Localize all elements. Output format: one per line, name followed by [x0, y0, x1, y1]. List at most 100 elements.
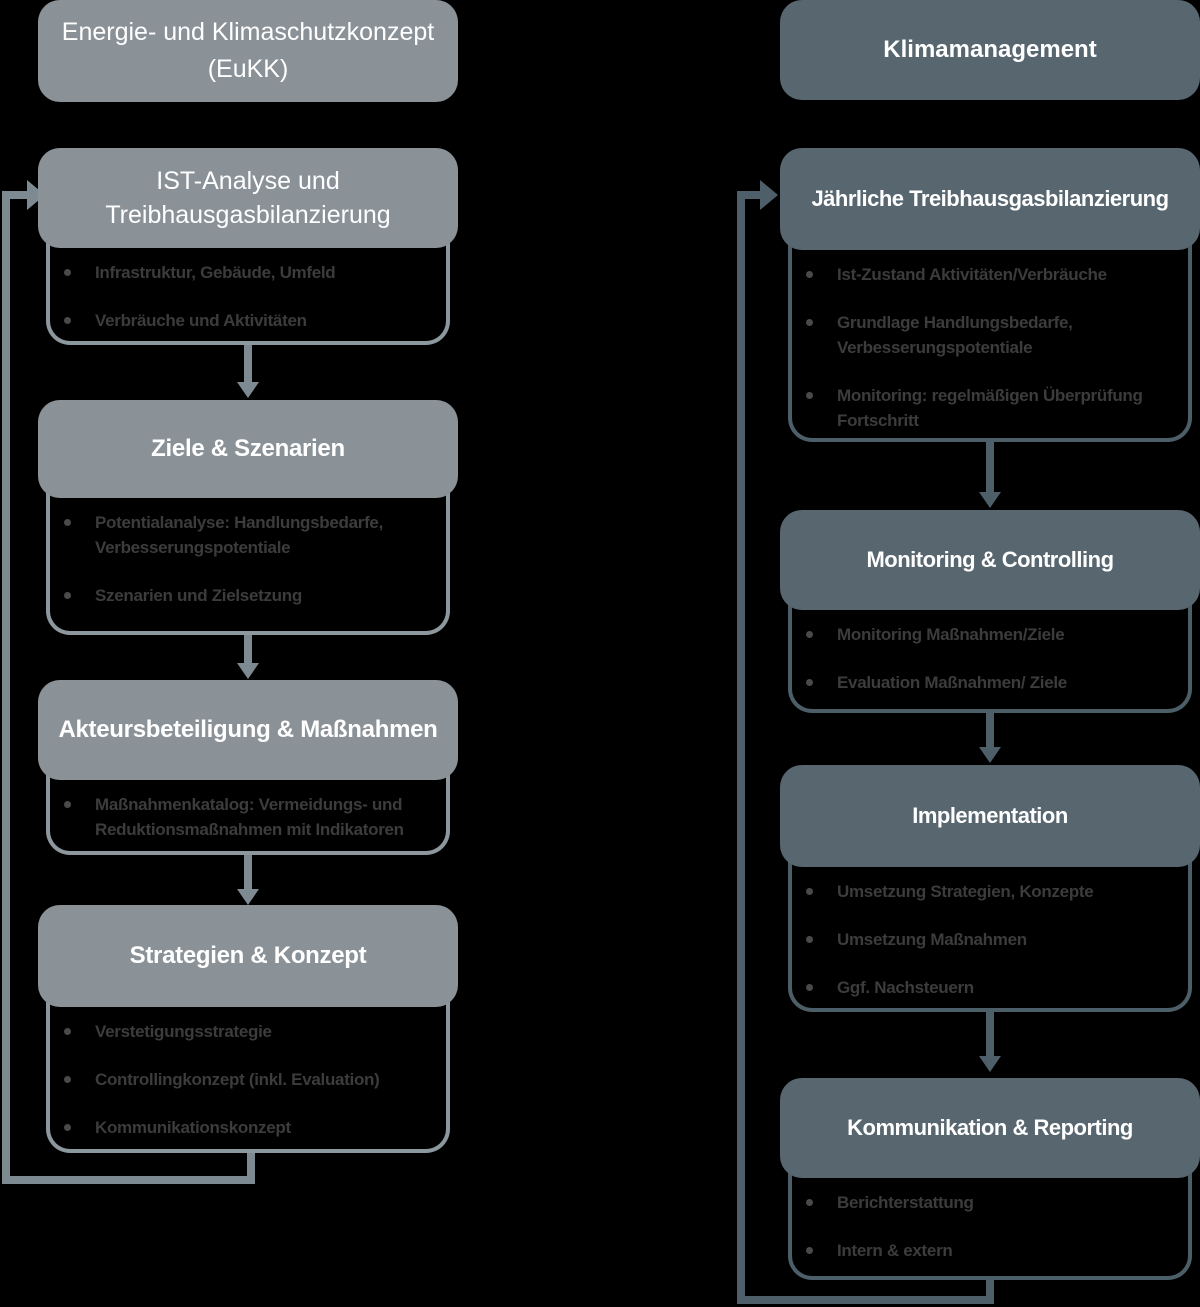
box-monitoring-controlling-body: Monitoring Maßnahmen/Ziele Evaluation Ma… [788, 588, 1192, 713]
bullet-label: Szenarien und Zielsetzung [95, 586, 302, 605]
box-ist-analyse-body: Infrastruktur, Gebäude, Umfeld Verbräuch… [46, 226, 450, 345]
bullet-label: Grundlage Handlungsbedarfe, Verbesserung… [837, 313, 1073, 357]
list-item: Kommunikationskonzept [64, 1115, 440, 1140]
bullet-dot [806, 936, 813, 943]
bullet-dot [806, 888, 813, 895]
arrow-down-icon [244, 633, 252, 663]
arrow-down-icon [244, 853, 252, 889]
feedback-loop-left-drop [247, 1150, 255, 1184]
box-ziele-szenarien-body: Potentialanalyse: Handlungsbedarfe, Verb… [46, 476, 450, 635]
header-line: IST-Analyse und [156, 167, 340, 195]
arrow-down-icon [244, 345, 252, 382]
header-label: Monitoring & Controlling [866, 547, 1114, 572]
arrow-right-icon [760, 180, 778, 210]
bullet-label: Umsetzung Strategien, Konzepte [837, 882, 1094, 901]
feedback-loop-right-side [737, 191, 745, 1304]
box-kommunikation-reporting: Kommunikation & Reporting Berichterstatt… [780, 1078, 1200, 1280]
list-item: Umsetzung Strategien, Konzepte [806, 879, 1182, 904]
list-item: Infrastruktur, Gebäude, Umfeld [64, 260, 440, 285]
list-item: Monitoring Maßnahmen/Ziele [806, 622, 1182, 647]
box-ziele-szenarien-header: Ziele & Szenarien [38, 400, 458, 498]
header-label: Jährliche Treibhausgasbilanzierung [811, 186, 1169, 211]
bullet-dot [806, 631, 813, 638]
feedback-loop-right-drop [986, 1276, 994, 1304]
bullet-dot [64, 269, 71, 276]
arrow-down-icon [986, 442, 994, 492]
bullet-label: Maßnahmenkatalog: Vermeidungs- und Reduk… [95, 795, 404, 839]
list-item: Berichterstattung [806, 1190, 1182, 1215]
list-item: Umsetzung Maßnahmen [806, 927, 1182, 952]
feedback-loop-right-top [737, 191, 762, 199]
header-label: Kommunikation & Reporting [847, 1115, 1133, 1140]
box-ist-analyse-header: IST-Analyse und Treibhausgasbilanzierung [38, 148, 458, 248]
header-label: Strategien & Konzept [129, 942, 367, 969]
left-title-line1: Energie- und Klimaschutzkonzept [61, 18, 435, 46]
bullet-dot [806, 1199, 813, 1206]
bullet-label: Intern & extern [837, 1241, 953, 1260]
box-jaehrliche-thg-bilanzierung-body: Ist-Zustand Aktivitäten/Verbräuche Grund… [788, 228, 1192, 442]
bullet-label: Potentialanalyse: Handlungsbedarfe, Verb… [95, 513, 384, 557]
bullet-label: Umsetzung Maßnahmen [837, 930, 1027, 949]
bullet-label: Monitoring Maßnahmen/Ziele [837, 625, 1065, 644]
bullet-label: Ggf. Nachsteuern [837, 978, 974, 997]
bullet-label: Berichterstattung [837, 1193, 974, 1212]
bullet-label: Ist-Zustand Aktivitäten/Verbräuche [837, 265, 1107, 284]
list-item: Controllingkonzept (inkl. Evaluation) [64, 1067, 440, 1092]
left-column-title: Energie- und Klimaschutzkonzept (EuKK) [38, 0, 458, 102]
arrow-down-icon [986, 1010, 994, 1056]
bullet-label: Evaluation Maßnahmen/ Ziele [837, 673, 1067, 692]
bullet-dot [64, 317, 71, 324]
feedback-loop-left-side [2, 191, 10, 1184]
bullet-dot [64, 1028, 71, 1035]
box-jaehrliche-thg-bilanzierung-header: Jährliche Treibhausgasbilanzierung [780, 148, 1200, 250]
left-title-line2: (EuKK) [207, 55, 289, 83]
feedback-loop-left-bottom [2, 1176, 255, 1184]
list-item: Monitoring: regelmäßigen Überprüfung For… [806, 383, 1182, 433]
feedback-loop-right-bottom [737, 1296, 994, 1304]
bullet-dot [806, 392, 813, 399]
right-column-title: Klimamanagement [780, 0, 1200, 100]
bullet-label: Infrastruktur, Gebäude, Umfeld [95, 263, 336, 282]
box-jaehrliche-thg-bilanzierung: Jährliche Treibhausgasbilanzierung Ist-Z… [780, 148, 1200, 442]
box-implementation: Implementation Umsetzung Strategien, Kon… [780, 765, 1200, 1012]
box-implementation-body: Umsetzung Strategien, Konzepte Umsetzung… [788, 845, 1192, 1012]
bullet-dot [64, 1076, 71, 1083]
list-item: Maßnahmenkatalog: Vermeidungs- und Reduk… [64, 792, 440, 842]
bullet-label: Kommunikationskonzept [95, 1118, 291, 1137]
box-monitoring-controlling: Monitoring & Controlling Monitoring Maßn… [780, 510, 1200, 713]
bullet-label: Controllingkonzept (inkl. Evaluation) [95, 1070, 380, 1089]
header-line: Treibhausgasbilanzierung [105, 201, 391, 229]
list-item: Grundlage Handlungsbedarfe, Verbesserung… [806, 310, 1182, 360]
feedback-loop-left-top [2, 191, 28, 199]
bullet-dot [806, 1247, 813, 1254]
bullet-label: Verbräuche und Aktivitäten [95, 311, 307, 330]
list-item: Verbräuche und Aktivitäten [64, 308, 440, 333]
box-kommunikation-reporting-header: Kommunikation & Reporting [780, 1078, 1200, 1178]
list-item: Ggf. Nachsteuern [806, 975, 1182, 1000]
box-akteursbeteiligung-header: Akteursbeteiligung & Maßnahmen [38, 680, 458, 780]
bullet-dot [64, 801, 71, 808]
box-akteursbeteiligung-body: Maßnahmenkatalog: Vermeidungs- und Reduk… [46, 758, 450, 855]
list-item: Intern & extern [806, 1238, 1182, 1263]
bullet-label: Monitoring: regelmäßigen Überprüfung For… [837, 386, 1143, 430]
box-strategien-konzept: Strategien & Konzept Verstetigungsstrate… [38, 905, 458, 1153]
header-label: Implementation [912, 803, 1068, 828]
bullet-dot [64, 519, 71, 526]
list-item: Ist-Zustand Aktivitäten/Verbräuche [806, 262, 1182, 287]
box-akteursbeteiligung: Akteursbeteiligung & Maßnahmen Maßnahmen… [38, 680, 458, 855]
right-title-label: Klimamanagement [883, 36, 1097, 63]
box-strategien-konzept-body: Verstetigungsstrategie Controllingkonzep… [46, 985, 450, 1153]
box-ist-analyse: IST-Analyse und Treibhausgasbilanzierung… [38, 148, 458, 345]
bullet-dot [806, 271, 813, 278]
bullet-label: Verstetigungsstrategie [95, 1022, 272, 1041]
bullet-dot [806, 679, 813, 686]
header-label: Ziele & Szenarien [151, 435, 345, 462]
box-kommunikation-reporting-body: Berichterstattung Intern & extern [788, 1156, 1192, 1280]
list-item: Evaluation Maßnahmen/ Ziele [806, 670, 1182, 695]
arrow-down-icon [986, 711, 994, 747]
box-monitoring-controlling-header: Monitoring & Controlling [780, 510, 1200, 610]
bullet-dot [64, 1124, 71, 1131]
bullet-dot [64, 592, 71, 599]
list-item: Szenarien und Zielsetzung [64, 583, 440, 608]
